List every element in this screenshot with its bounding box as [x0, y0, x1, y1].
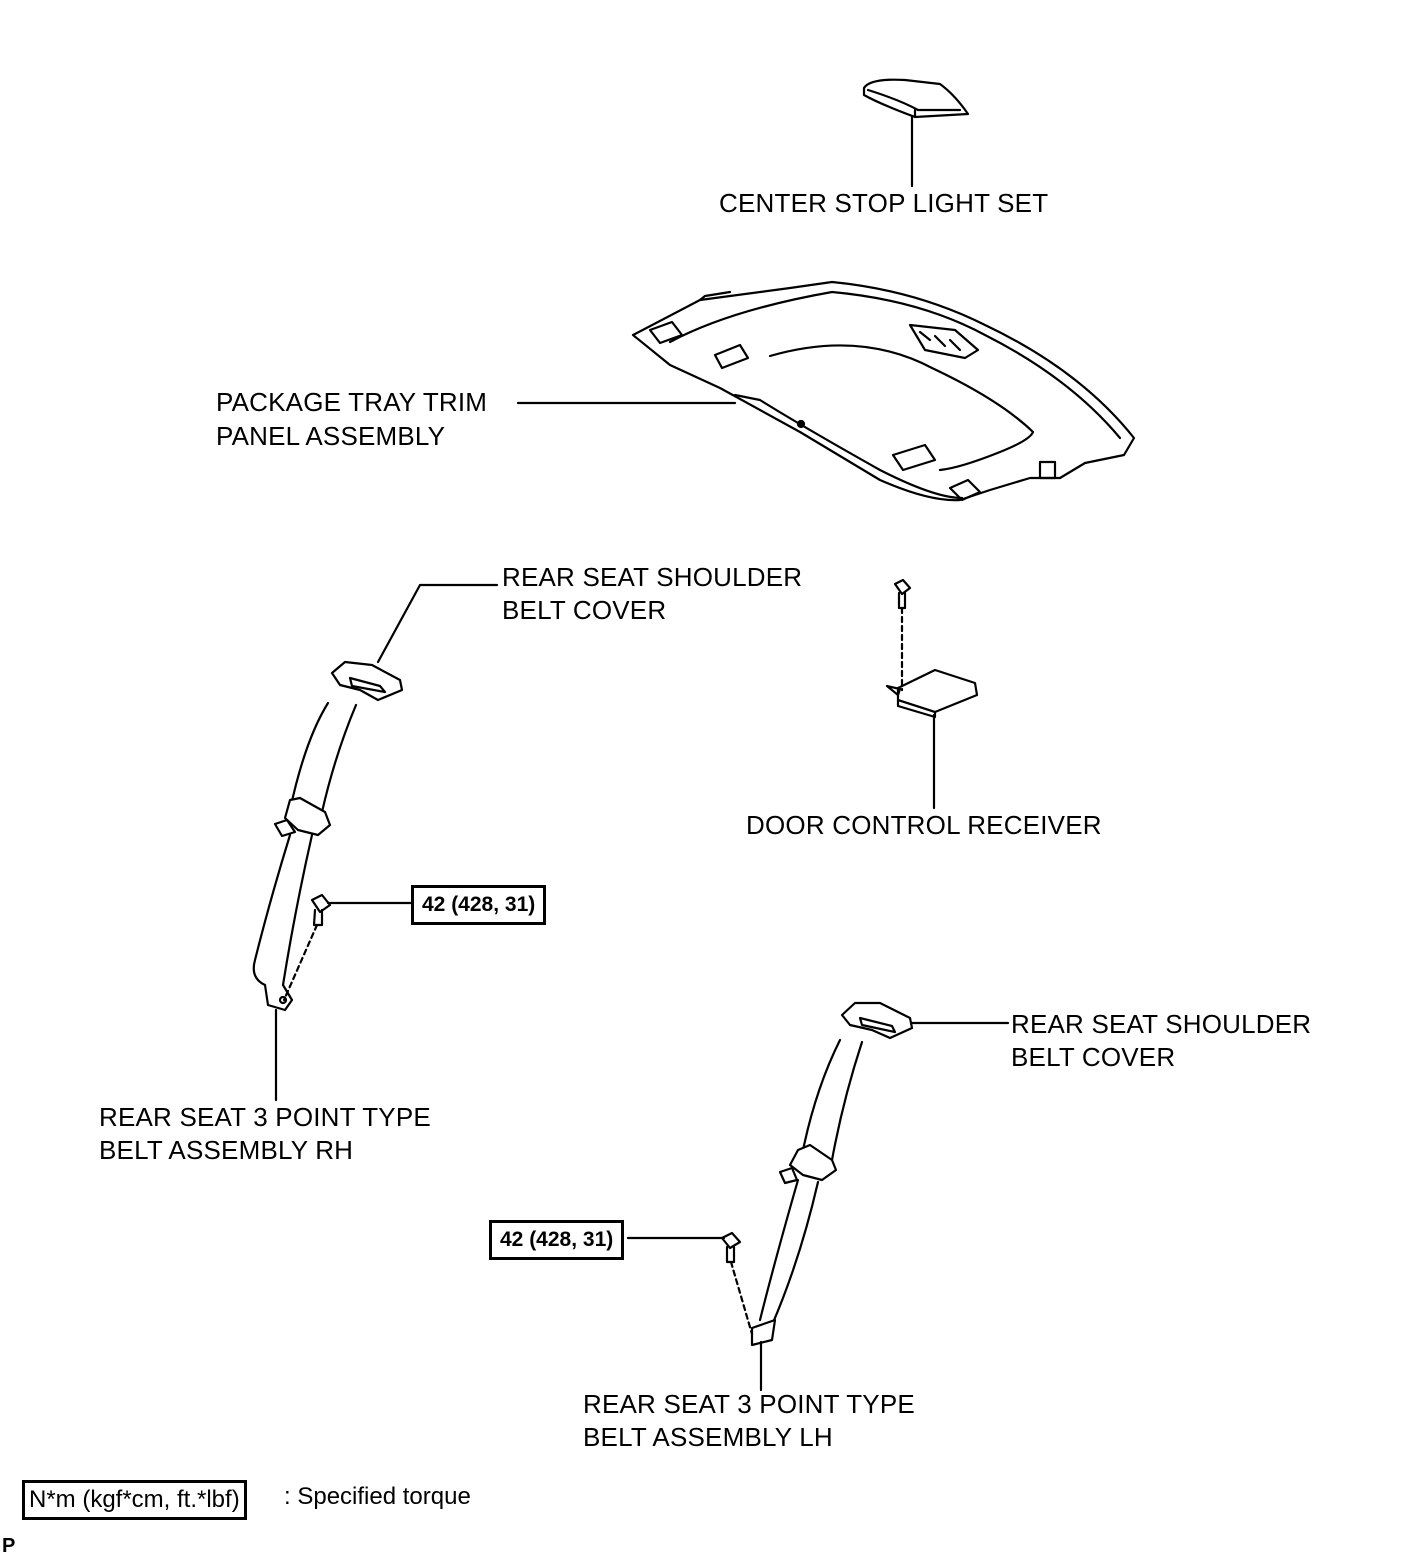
center-stop-light-part — [862, 78, 970, 119]
shoulder-cover-rh-leader — [376, 583, 499, 664]
label-shoulder-cover-lh-line1: REAR SEAT SHOULDER — [1011, 1009, 1312, 1039]
torque-spec-rh: 42 (428, 31) — [411, 885, 547, 925]
package-tray-panel-part — [631, 280, 1136, 502]
bolt-rh-part — [310, 893, 332, 927]
door-receiver-bolt-part — [893, 578, 912, 610]
legend-unit-box: N*m (kgf*cm, ft.*lbf) — [22, 1480, 247, 1520]
shoulder-cover-lh-part — [840, 1001, 914, 1040]
belt-assembly-rh-part — [252, 701, 358, 1012]
belt-assembly-lh-part — [750, 1038, 864, 1347]
label-shoulder-cover-rh-line1: REAR SEAT SHOULDER — [502, 562, 803, 592]
label-center-stop-light: CENTER STOP LIGHT SET — [719, 188, 1049, 218]
corner-code: P — [2, 1535, 16, 1557]
label-belt-rh-line2: BELT ASSEMBLY RH — [99, 1135, 354, 1165]
shoulder-cover-rh-part — [330, 660, 404, 702]
label-package-tray-line2: PANEL ASSEMBLY — [216, 421, 446, 451]
legend-description: : Specified torque — [284, 1483, 471, 1510]
label-shoulder-cover-lh-line2: BELT COVER — [1011, 1042, 1176, 1072]
bolt-lh-dashed-line — [729, 1260, 754, 1336]
label-shoulder-cover-rh-line2: BELT COVER — [502, 595, 667, 625]
label-door-control-receiver: DOOR CONTROL RECEIVER — [746, 810, 1102, 840]
door-control-receiver-part — [885, 668, 979, 719]
bolt-rh-dashed-line — [282, 923, 319, 1002]
torque-spec-lh: 42 (428, 31) — [489, 1220, 625, 1260]
label-package-tray-line1: PACKAGE TRAY TRIM — [216, 387, 488, 417]
label-belt-lh-line2: BELT ASSEMBLY LH — [583, 1422, 833, 1452]
label-belt-rh-line1: REAR SEAT 3 POINT TYPE — [99, 1102, 431, 1132]
label-belt-lh-line1: REAR SEAT 3 POINT TYPE — [583, 1389, 915, 1419]
